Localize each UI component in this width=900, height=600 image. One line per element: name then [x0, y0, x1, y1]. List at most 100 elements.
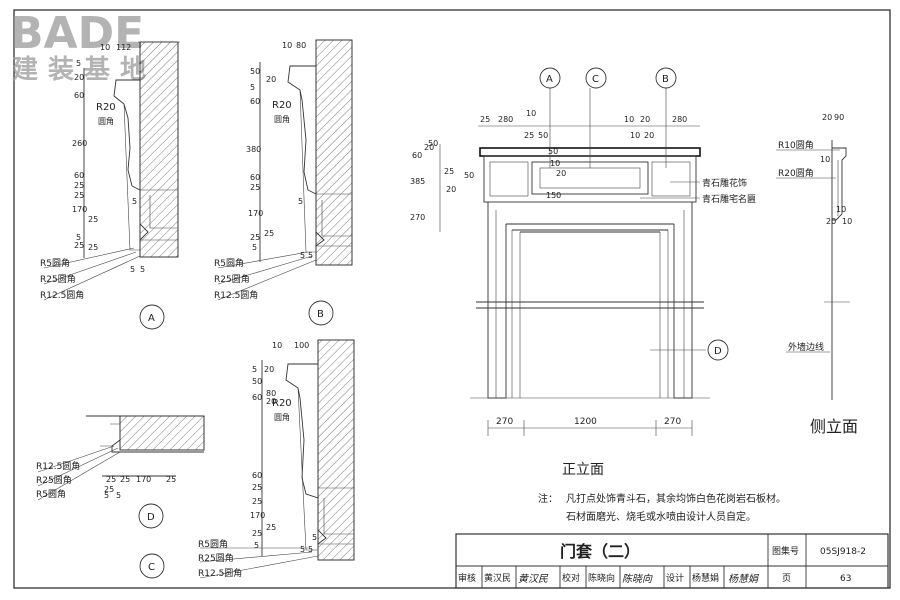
detail-c-dim-v-8: 25 [252, 497, 262, 506]
detail-c-label-r20: R20 [272, 398, 292, 409]
detail-c-callout: C [148, 562, 155, 573]
front-dim-l-2: 50 [428, 139, 438, 148]
detail-c-wall-hatch [317, 339, 355, 561]
detail-b-dim-small-1: 5 [300, 251, 305, 260]
detail-a-label-r5: R5圆角 [40, 257, 70, 269]
detail-d-dim-h-2: 170 [136, 475, 151, 484]
front-jamb-right [673, 202, 693, 399]
detail-b-dim-v-1: 50 [250, 67, 260, 76]
front-dim-l-4: 25 [444, 167, 454, 176]
detail-b-label-round: 圆角 [274, 114, 290, 124]
detail-a-dim-v-9: 25 [74, 241, 84, 250]
front-callout-d: D [714, 346, 722, 357]
side-dim-5: 10 [842, 217, 852, 226]
title-block-check-label: 校对 [562, 572, 580, 584]
front-dim-tr-0: 10 [624, 115, 634, 124]
side-profile [831, 140, 847, 400]
detail-b-label-r125: R12.5圆角 [214, 289, 258, 301]
detail-a: 10 112 5 20 60 260 25 60 25 170 25 25 5 … [40, 41, 180, 330]
detail-b-label-r25: R25圆角 [214, 273, 250, 285]
watermark-brand: BADE [10, 8, 144, 59]
detail-b-dim-v-0: 5 [250, 83, 255, 92]
title-block-title: 门套（二） [560, 542, 640, 561]
side-dim-2: 10 [820, 155, 830, 164]
detail-d-profile-inner [100, 423, 120, 447]
title-block-frame [455, 533, 889, 589]
note-line-1: 凡打点处饰青斗石，其余均饰白色花岗岩石板材。 [566, 492, 786, 505]
title-block-review-label: 审核 [458, 572, 476, 584]
front-dim-c-0: 50 [548, 147, 558, 156]
detail-b-dim-v-4: 380 [246, 145, 261, 154]
note-prefix: 注： [538, 492, 558, 505]
front-dim-l-6: 50 [464, 171, 474, 180]
detail-a-joint [140, 189, 178, 241]
detail-d-profile [86, 415, 204, 453]
front-dim-b-2: 270 [664, 417, 681, 427]
detail-d-label-r25: R25圆角 [36, 474, 72, 486]
side-dim-4: 20 [826, 217, 836, 226]
front-elevation-title: 正立面 [562, 462, 604, 478]
front-dim-c-2: 20 [556, 169, 566, 178]
title-block-designer-signature: 杨慧娟 [728, 573, 759, 585]
detail-c-leader-r25 [199, 551, 313, 563]
detail-c-leader-r125 [199, 555, 319, 579]
detail-a-dim-v-6: 25 [74, 191, 84, 200]
detail-d-dim-small-1: 5 [104, 491, 109, 500]
detail-a-callout-circle [139, 304, 165, 330]
detail-b-dim-v-10: 5 [252, 243, 257, 252]
detail-c-label-round: 圆角 [274, 412, 290, 422]
title-block-design-label: 设计 [666, 572, 684, 584]
side-label-r10: R10圆角 [778, 139, 814, 151]
front-elevation: A C B D 25 280 10 25 50 10 20 10 20 280 … [410, 67, 756, 478]
front-label-plaque: 青石雕宅名匾 [702, 193, 756, 205]
front-dim-l-7: 270 [410, 213, 425, 222]
detail-c: 10 100 5 20 50 60 20 80 60 25 25 170 25 … [139, 339, 355, 579]
detail-b-leader-r5 [217, 251, 309, 269]
title-block-page-label: 页 [782, 573, 791, 584]
detail-a-dim-top-0: 10 [100, 43, 110, 52]
detail-b-dim-v-7: 170 [248, 209, 263, 218]
front-dim-tr-1: 20 [640, 115, 650, 124]
detail-b-dim-small-2: 5 [308, 251, 313, 260]
detail-c-profile-inner [297, 387, 354, 551]
detail-c-dim-top-1: 100 [294, 341, 309, 350]
title-block: 门套（二） 图集号 05SJ918-2 审核 黄汉民 黄汉民 校对 陈晓向 陈晓… [455, 533, 889, 589]
detail-c-dim-v-11: 25 [266, 523, 276, 532]
front-dim-tl-0: 25 [480, 115, 490, 124]
note-line-2: 石材面磨光、烧毛或水喷由设计人员自定。 [566, 510, 756, 523]
sheet-border [13, 9, 891, 589]
front-dim-tl-3: 25 [524, 131, 534, 140]
detail-c-dim-v-4: 20 [266, 397, 276, 406]
detail-d-label-r125: R12.5圆角 [36, 460, 80, 472]
front-dim-tl-1: 280 [498, 115, 513, 124]
front-dim-c-3: 150 [546, 191, 561, 200]
detail-c-dim-v-6: 60 [252, 471, 262, 480]
title-block-reviewer-signature: 黄汉民 [518, 573, 549, 585]
detail-b-callout: B [317, 309, 324, 320]
detail-c-label-r5: R5圆角 [198, 538, 228, 550]
detail-d: R12.5圆角 R25圆角 R5圆角 25 25 170 25 25 5 5 D [36, 415, 205, 529]
front-carving-right [651, 161, 691, 197]
detail-a-profile [113, 79, 149, 241]
title-block-atlas-label: 图集号 [772, 545, 799, 557]
detail-d-dim-small-2: 5 [116, 491, 121, 500]
detail-d-leader-r25 [37, 447, 119, 487]
detail-d-callout-circle [138, 503, 164, 529]
side-elevation: R10圆角 R20圆角 外墙边线 20 90 10 10 20 10 侧立面 [776, 113, 858, 436]
detail-a-leader-r125 [43, 255, 141, 301]
detail-d-leader-r5 [37, 451, 121, 501]
detail-a-dim-v-7: 170 [72, 205, 87, 214]
detail-d-dim-h-3: 25 [166, 475, 176, 484]
detail-d-callout: D [147, 512, 155, 523]
detail-a-dim-small-1: 5 [130, 265, 135, 274]
detail-d-dim-h-0: 25 [106, 475, 116, 484]
detail-c-dim-v-0: 5 [252, 365, 257, 374]
detail-b-dim-small-0: 5 [298, 197, 303, 206]
detail-c-callout-circle [139, 553, 165, 579]
front-dim-l-1: 20 [424, 143, 434, 152]
detail-a-dim-v-11: 25 [88, 243, 98, 252]
detail-a-dim-small-0: 5 [132, 197, 137, 206]
front-dim-tl-4: 50 [538, 131, 548, 140]
detail-b-dim-v-6: 60 [250, 173, 260, 182]
title-block-reviewer: 黄汉民 [484, 572, 511, 584]
